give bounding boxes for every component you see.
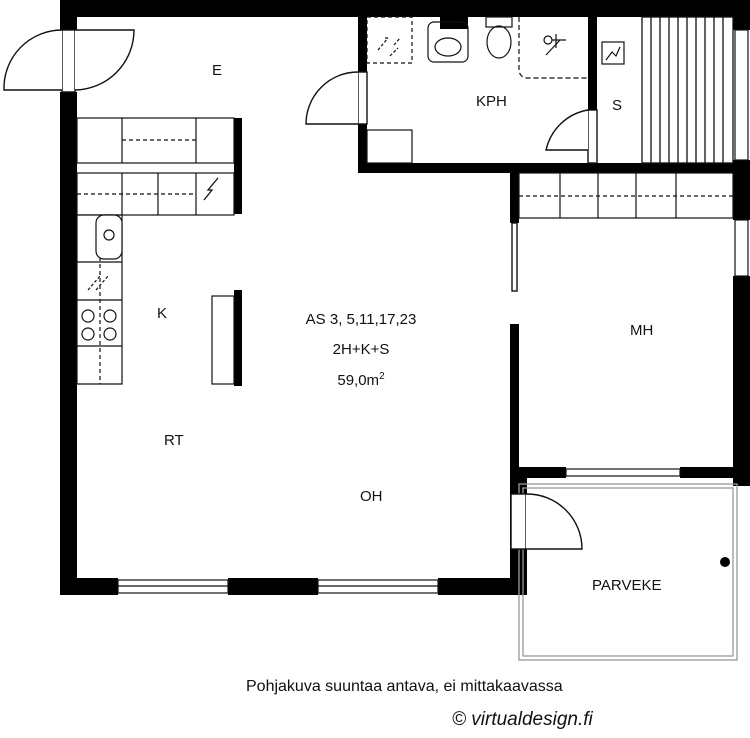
balcony-outline — [518, 483, 738, 661]
copyright: © virtualdesign.fi — [452, 709, 593, 730]
windows — [61, 29, 749, 594]
fridge-icon — [203, 177, 219, 201]
room-label-balcony: PARVEKE — [592, 577, 662, 594]
bedroom-wardrobe — [518, 172, 734, 219]
room-label-living: OH — [360, 488, 383, 505]
sauna-bench — [641, 16, 734, 164]
room-label-dining: RT — [164, 432, 184, 449]
area-value: 59,0m — [337, 372, 380, 389]
room-label-bathroom: KPH — [476, 93, 507, 110]
kitchen-island — [211, 295, 235, 385]
apartment-type: 2H+K+S — [332, 341, 390, 358]
wardrobe — [76, 117, 235, 164]
sauna-stove-icon — [601, 41, 625, 65]
doors — [3, 29, 598, 550]
plan-disclaimer: Pohjakuva suuntaa antava, ei mittakaavas… — [246, 678, 563, 695]
apartment-units: AS 3, 5,11,17,23 — [305, 311, 417, 328]
bathroom-fixtures — [366, 16, 588, 164]
room-label-entrance: E — [212, 62, 223, 79]
walls — [60, 0, 750, 595]
room-label-bedroom: MH — [630, 322, 654, 339]
room-label-kitchen: K — [157, 305, 168, 322]
room-label-sauna: S — [612, 97, 623, 114]
kitchen-counter — [76, 172, 235, 385]
area-unit-power: 2 — [379, 371, 385, 382]
drain-icon — [720, 557, 730, 567]
apartment-area: 59,0m2 — [281, 371, 441, 389]
